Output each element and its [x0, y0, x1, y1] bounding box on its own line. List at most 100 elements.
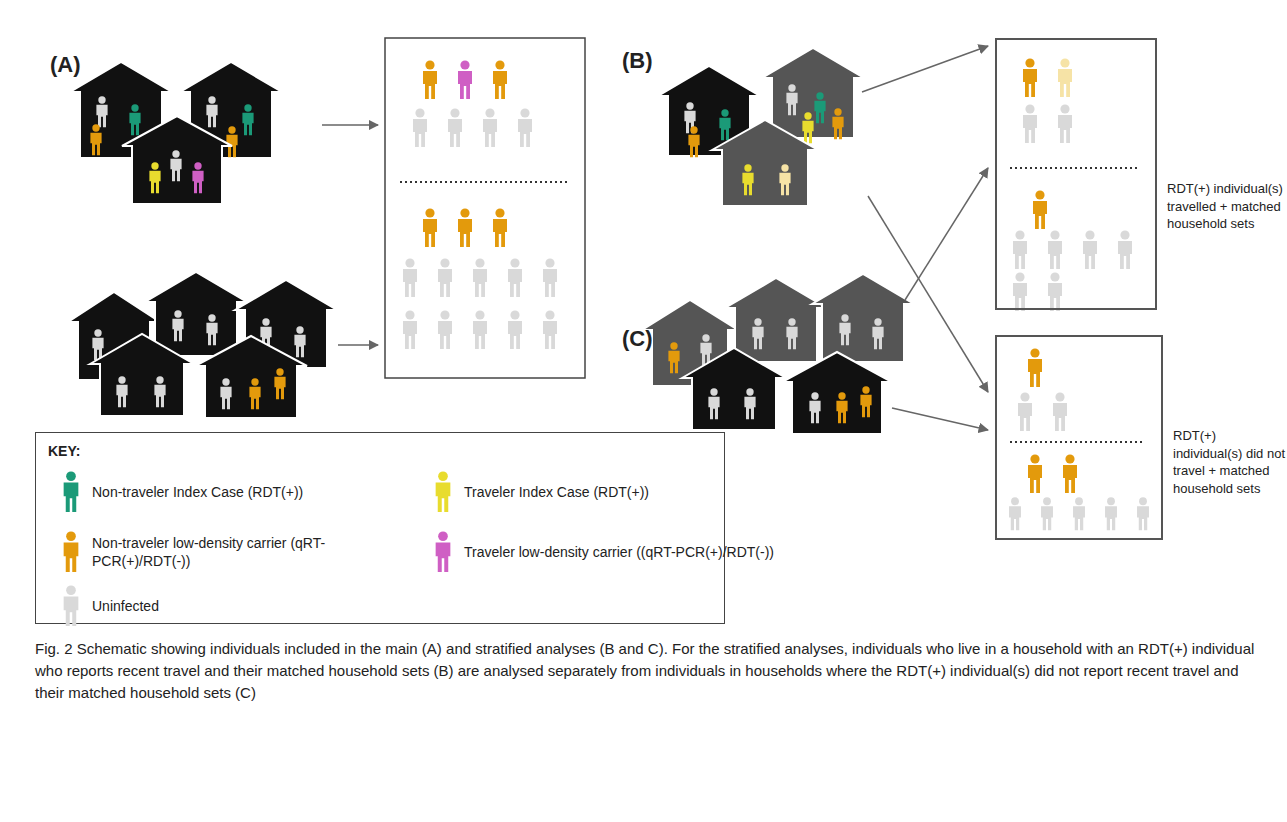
dotted-divider — [1010, 441, 1145, 443]
person-icon — [96, 96, 107, 127]
result-box: RDT(+) individual(s) travelled + matched… — [995, 38, 1157, 310]
legend-item: Non-traveler Index Case (RDT(+)) — [58, 470, 412, 514]
person-icon — [129, 104, 140, 135]
person-icon — [493, 60, 507, 99]
person-icon — [438, 310, 452, 349]
legend-item: Traveler low-density carrier ((qRT-PCR(+… — [430, 530, 784, 574]
legend-text: Traveler Index Case (RDT(+)) — [464, 483, 784, 501]
person-icon — [1048, 272, 1062, 311]
person-icon — [1013, 272, 1027, 311]
person-icon — [786, 318, 797, 349]
person-icon — [92, 329, 103, 360]
legend-text: Traveler low-density carrier ((qRT-PCR(+… — [464, 543, 784, 561]
result-box: RDT(+) individual(s) did not travel + ma… — [995, 335, 1163, 540]
person-icon — [786, 84, 797, 115]
person-icon — [1018, 392, 1032, 431]
result-box — [385, 38, 585, 378]
person-icon — [802, 112, 813, 143]
person-icon — [90, 124, 101, 155]
person-icon — [1063, 454, 1077, 493]
legend-text: Non-traveler Index Case (RDT(+)) — [92, 483, 412, 501]
person-icon — [448, 108, 462, 147]
person-icon — [1009, 497, 1021, 530]
arrow — [892, 408, 988, 430]
key-box: KEY: — [35, 432, 725, 624]
person-icon — [1048, 230, 1062, 269]
legend-person-icon — [64, 585, 79, 626]
person-icon — [206, 314, 217, 345]
legend-swatch — [58, 530, 84, 574]
person-icon — [543, 258, 557, 297]
person-icon — [458, 208, 472, 247]
person-icon — [708, 388, 719, 419]
legend-item: Non-traveler low-density carrier (qRT-PC… — [58, 530, 412, 574]
dotted-divider — [1010, 167, 1140, 169]
person-icon — [483, 108, 497, 147]
legend-text: Uninfected — [92, 597, 412, 615]
household — [725, 278, 827, 362]
person-icon — [458, 60, 472, 99]
person-icon — [170, 150, 181, 181]
person-icon — [700, 334, 711, 365]
person-icon — [744, 388, 755, 419]
legend-swatch — [58, 470, 84, 514]
person-icon — [1073, 497, 1085, 530]
set-label: RDT(+) individual(s) travelled + matched… — [1167, 180, 1285, 233]
person-icon — [154, 376, 165, 407]
person-icon — [1058, 58, 1072, 97]
person-icon — [668, 342, 679, 373]
panel-label: (C) — [622, 326, 653, 352]
person-icon — [172, 310, 183, 341]
household — [90, 334, 194, 416]
person-icon — [779, 164, 790, 195]
person-icon — [872, 318, 883, 349]
person-icon — [543, 310, 557, 349]
person-icon — [1137, 497, 1149, 530]
legend-person-icon — [64, 531, 79, 572]
person-icon — [226, 126, 237, 157]
person-icon — [518, 108, 532, 147]
household — [195, 336, 307, 418]
person-icon — [1041, 497, 1053, 530]
key-heading: KEY: — [48, 443, 80, 459]
person-icon — [192, 162, 203, 193]
person-icon — [1028, 348, 1042, 387]
person-icon — [832, 108, 843, 139]
person-icon — [438, 258, 452, 297]
person-icon — [1053, 392, 1067, 431]
legend-swatch — [430, 470, 456, 514]
household — [145, 272, 247, 356]
person-icon — [742, 164, 753, 195]
person-icon — [473, 310, 487, 349]
panel-label: (B) — [622, 48, 653, 74]
person-icon — [1013, 230, 1027, 269]
person-icon — [809, 392, 820, 423]
person-icon — [294, 326, 305, 357]
person-icon — [1023, 104, 1037, 143]
person-icon — [403, 310, 417, 349]
legend-item: Traveler Index Case (RDT(+)) — [430, 470, 784, 514]
household — [782, 352, 892, 434]
person-icon — [206, 96, 217, 127]
person-icon — [149, 162, 160, 193]
person-icon — [1023, 58, 1037, 97]
household — [682, 348, 786, 430]
household — [812, 274, 914, 362]
set-label: RDT(+) individual(s) did not travel + ma… — [1173, 427, 1285, 497]
household — [122, 116, 232, 204]
person-icon — [403, 258, 417, 297]
person-icon — [1033, 190, 1047, 229]
arrow — [322, 124, 378, 126]
person-icon — [752, 318, 763, 349]
person-icon — [220, 378, 231, 409]
person-icon — [116, 376, 127, 407]
panel-label: (A) — [50, 52, 81, 78]
arrow — [905, 168, 988, 300]
person-icon — [508, 310, 522, 349]
person-icon — [1083, 230, 1097, 269]
legend-item: Uninfected — [58, 584, 412, 628]
person-icon — [1028, 454, 1042, 493]
person-icon — [688, 126, 699, 157]
person-icon — [836, 392, 847, 423]
person-icon — [413, 108, 427, 147]
